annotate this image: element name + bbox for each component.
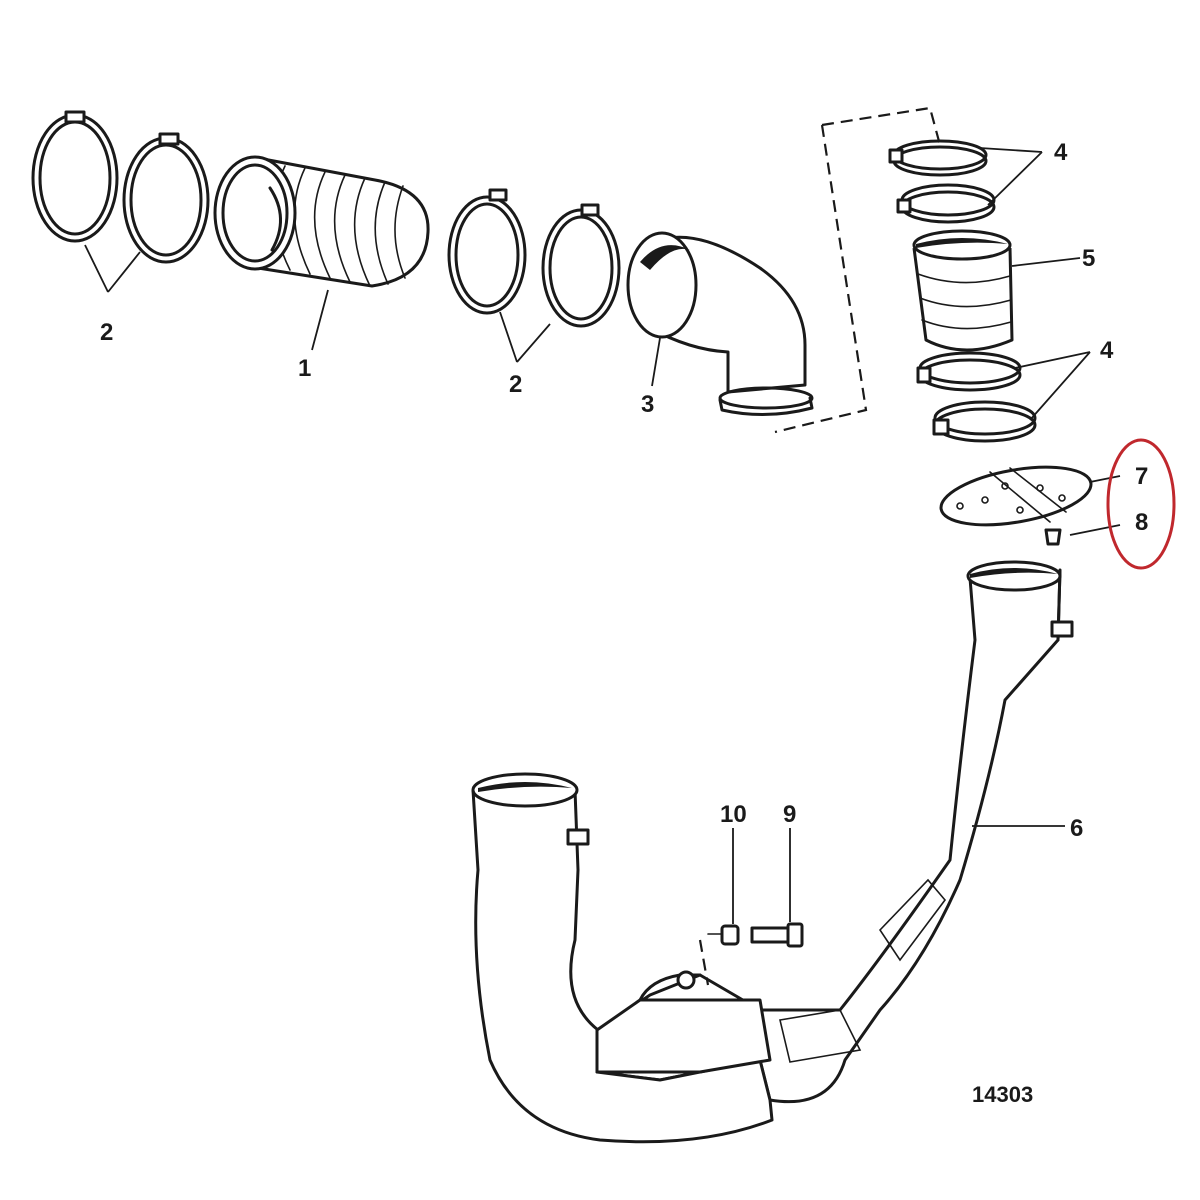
label-part-8: 8 xyxy=(1135,509,1148,536)
label-part-10: 10 xyxy=(720,801,747,828)
leader-3 xyxy=(651,337,661,387)
alternate-parts-bracket xyxy=(774,106,942,434)
leader-2-middle xyxy=(499,311,551,363)
label-part-1: 1 xyxy=(298,355,311,382)
nut xyxy=(707,924,740,946)
valve-screw xyxy=(1044,528,1062,546)
exhaust-elbow xyxy=(626,231,814,416)
hose-clamp-left-outer xyxy=(31,110,119,243)
figure-number: 14303 xyxy=(972,1082,1033,1107)
label-part-6: 6 xyxy=(1070,815,1083,842)
leader-2-left xyxy=(84,244,141,293)
hose-clamp-middle-inner xyxy=(541,203,621,328)
flapper-valve xyxy=(939,465,1093,527)
clamp-4-upper-b xyxy=(896,183,996,224)
exhaust-y-pipe xyxy=(471,560,1074,1144)
label-part-2-left: 2 xyxy=(100,319,113,346)
bolt xyxy=(750,922,804,948)
hose-clamp-left-inner xyxy=(122,132,210,264)
clamp-4-lower-b xyxy=(932,400,1037,443)
label-part-4-upper: 4 xyxy=(1054,139,1068,166)
leader-4-upper xyxy=(979,147,1043,206)
bellows-hose xyxy=(213,155,430,288)
leader-1 xyxy=(311,289,329,351)
hose-clamp-middle-outer xyxy=(447,188,527,315)
label-part-7: 7 xyxy=(1135,463,1148,490)
leader-4-lower xyxy=(1014,351,1091,421)
label-part-3: 3 xyxy=(641,391,654,418)
label-part-2-middle: 2 xyxy=(509,371,522,398)
bolt-alignment-line xyxy=(698,939,710,986)
clamp-4-lower-a xyxy=(916,351,1022,392)
clamp-4-upper-a xyxy=(888,139,988,177)
label-part-9: 9 xyxy=(783,801,796,828)
label-part-4-lower: 4 xyxy=(1100,337,1114,364)
leader-7 xyxy=(1089,475,1121,483)
sleeve-hose xyxy=(912,229,1014,352)
highlight-circle xyxy=(1106,438,1176,570)
label-part-5: 5 xyxy=(1082,245,1095,272)
leader-8 xyxy=(1069,524,1121,536)
leader-5 xyxy=(1011,257,1081,267)
